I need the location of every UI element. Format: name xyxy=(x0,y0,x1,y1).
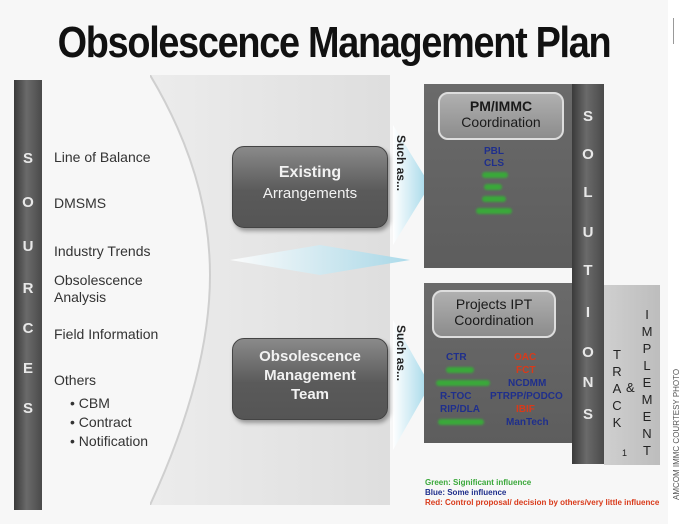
pm-item-blurred xyxy=(476,208,512,214)
sources-letter: E xyxy=(22,360,33,377)
source-item: Line of Balance xyxy=(54,149,151,165)
existing-line: Arrangements xyxy=(262,185,358,202)
ampersand: & xyxy=(626,380,635,395)
sources-letter: S xyxy=(22,150,33,167)
project-item-fct: FCT xyxy=(516,365,536,376)
pm-item-pbl: PBL xyxy=(484,146,504,157)
track-letter: A xyxy=(612,381,622,396)
pm-item-blurred xyxy=(482,196,506,202)
source-item: Analysis xyxy=(54,289,107,305)
track-implement-panel xyxy=(604,285,660,465)
implement-letter: E xyxy=(642,375,652,390)
sources-letter: R xyxy=(22,280,34,297)
such-as-label: Such as... xyxy=(394,135,408,192)
project-item-mantech: ManTech xyxy=(506,417,549,428)
solutions-letter: T xyxy=(583,262,593,279)
track-letter: C xyxy=(612,398,622,413)
sources-bar: S O U R C E S xyxy=(14,80,42,510)
project-item-ibif: IBIF xyxy=(516,404,535,415)
solutions-letter: U xyxy=(582,224,594,241)
track-word: T R A C K xyxy=(610,346,624,431)
implement-letter: N xyxy=(642,426,652,441)
solutions-letter: O xyxy=(582,146,594,163)
pm-item-blurred xyxy=(482,172,508,178)
track-letter: R xyxy=(612,364,622,379)
solutions-bar: S O L U T I O N S xyxy=(572,84,604,464)
projects-line: Projects IPT xyxy=(455,296,533,312)
solutions-letter: O xyxy=(582,344,594,361)
omt-line: Obsolescence xyxy=(259,348,361,365)
project-item-rtoc: R-TOC xyxy=(440,391,472,402)
source-item: DMSMS xyxy=(54,195,107,211)
solutions-letter: S xyxy=(582,406,593,423)
project-item-blurred xyxy=(436,380,490,386)
pm-item-cls: CLS xyxy=(484,158,504,169)
existing-line: Existing xyxy=(278,164,342,181)
implement-letter: P xyxy=(642,341,652,356)
source-subitem: • Contract xyxy=(70,414,132,430)
implement-letter: L xyxy=(643,358,651,373)
solutions-letter: S xyxy=(582,108,593,125)
projects-line: Coordination xyxy=(454,312,534,328)
implement-letter: M xyxy=(641,324,653,339)
project-item-ptrpp: PTRPP/PODCO xyxy=(490,391,563,402)
source-item: Others xyxy=(54,372,97,388)
project-item-ncdmm: NCDMM xyxy=(508,378,547,389)
pm-immc-box: PM/IMMC Coordination xyxy=(438,92,564,140)
such-as-label: Such as... xyxy=(394,325,408,382)
flow-band xyxy=(150,75,430,505)
legend-red: Red: Control proposal/ decision by other… xyxy=(425,498,660,507)
implement-letter: M xyxy=(641,392,653,407)
implement-letter: I xyxy=(645,307,649,322)
omt-line: Team xyxy=(290,386,330,403)
omt-box: Obsolescence Management Team xyxy=(232,338,388,420)
pm-line: Coordination xyxy=(461,114,541,130)
page-title: Obsolescence Management Plan xyxy=(57,18,612,67)
solutions-letter: N xyxy=(582,374,594,391)
legend-blue: Blue: Some influence xyxy=(425,488,507,497)
implement-letter: E xyxy=(642,409,652,424)
project-item-ctr: CTR xyxy=(446,352,467,363)
solutions-letter: L xyxy=(583,184,593,201)
sources-letter: O xyxy=(22,194,34,211)
legend-green: Green: Significant influence xyxy=(425,478,532,487)
margin-mark xyxy=(673,18,674,44)
implement-word: I M P L E M E N T xyxy=(640,306,654,459)
source-subitem: • CBM xyxy=(70,395,110,411)
track-digit: 1 xyxy=(622,448,628,458)
sources-letter: S xyxy=(22,400,33,417)
credit-margin: AMCOM IMMC COURTESY PHOTO xyxy=(668,0,692,524)
pm-line: PM/IMMC xyxy=(469,98,533,114)
project-item-oac: OAC xyxy=(514,352,537,363)
slide: Obsolescence Management Plan S O U R C E xyxy=(14,18,660,510)
source-item: Industry Trends xyxy=(54,243,151,259)
source-item: Obsolescence xyxy=(54,272,143,288)
solutions-letter: I xyxy=(585,304,591,321)
project-item-blurred xyxy=(438,419,484,425)
existing-arrangements-box: Existing Arrangements xyxy=(232,146,388,228)
pm-item-blurred xyxy=(484,184,502,190)
project-item-blurred xyxy=(446,367,474,373)
omt-line: Management xyxy=(264,367,356,384)
implement-letter: T xyxy=(643,443,651,458)
source-item: Field Information xyxy=(54,326,159,342)
track-letter: K xyxy=(612,415,622,430)
source-subitem: • Notification xyxy=(70,433,149,449)
sources-letter: C xyxy=(22,320,34,337)
photo-credit: AMCOM IMMC COURTESY PHOTO xyxy=(672,368,681,500)
project-item-ripdla: RIP/DLA xyxy=(440,404,480,415)
projects-ipt-box: Projects IPT Coordination xyxy=(432,290,556,338)
sources-letter: U xyxy=(22,238,34,255)
track-letter: T xyxy=(613,347,621,362)
